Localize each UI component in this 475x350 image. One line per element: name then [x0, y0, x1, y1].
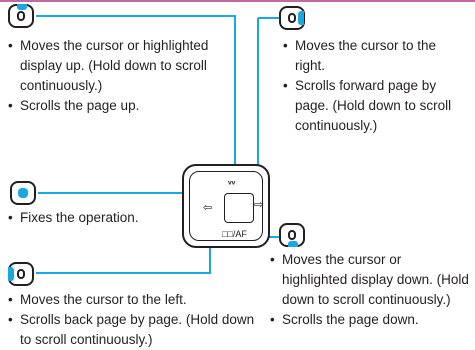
left-highlight [8, 267, 14, 281]
right-highlight [298, 11, 304, 25]
right-key-description: Moves the cursor to the right. Scrolls f… [283, 36, 468, 136]
key-center [17, 269, 25, 279]
up-highlight [17, 4, 27, 10]
up-line-2: Scrolls the page up. [8, 96, 238, 116]
down-key-description: Moves the cursor or highlighted display … [270, 250, 470, 330]
key-center [17, 11, 25, 21]
page-forward-icon: ⇨ [254, 199, 264, 211]
down-highlight [288, 241, 298, 247]
up-line-1: Moves the cursor or highlighted display … [8, 36, 238, 96]
key-center [288, 230, 296, 240]
enter-key-icon [10, 181, 36, 205]
pad-top-label: ᵥᵥ [228, 176, 236, 187]
pad-center-button [224, 193, 254, 223]
navigation-pad-illustration: ᵥᵥ ⇨ ⇦ □□/AF [182, 164, 270, 248]
right-line-1: Moves the cursor to the right. [283, 36, 468, 76]
down-key-icon [279, 223, 305, 247]
left-key-description: Moves the cursor to the left. Scrolls ba… [8, 290, 268, 350]
key-center [288, 13, 296, 23]
pad-ring [189, 171, 263, 241]
down-line-1: Moves the cursor or highlighted display … [270, 250, 470, 310]
left-key-icon [8, 262, 34, 286]
up-key-description: Moves the cursor or highlighted display … [8, 36, 238, 116]
up-key-icon [8, 4, 34, 28]
left-line-1: Moves the cursor to the left. [8, 290, 268, 310]
center-line-1: Fixes the operation. [8, 208, 188, 228]
center-highlight [18, 188, 28, 198]
center-key-description: Fixes the operation. [8, 208, 188, 228]
right-line-2: Scrolls forward page by page. (Hold down… [283, 76, 468, 136]
page-back-icon: ⇦ [203, 202, 213, 214]
header-rule [0, 0, 475, 2]
down-line-2: Scrolls the page down. [270, 310, 470, 330]
pad-bottom-label: □□/AF [222, 229, 247, 239]
left-line-2: Scrolls back page by page. (Hold down to… [8, 310, 268, 350]
right-key-icon [279, 6, 305, 30]
